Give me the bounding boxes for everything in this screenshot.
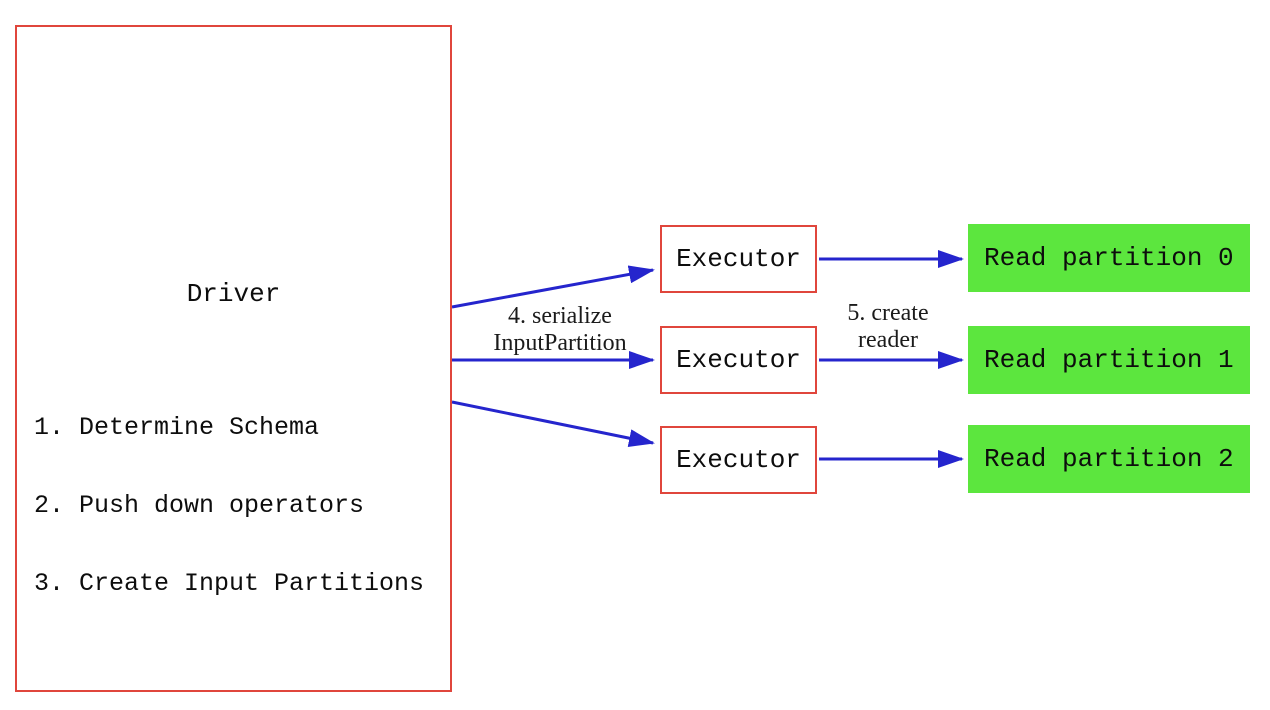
read-partition-box-0: Read partition 0 — [968, 224, 1250, 292]
serialize-label-line1: 4. serialize — [508, 303, 612, 329]
create-reader-label: 5. create reader — [808, 300, 968, 354]
serialize-label-line2: InputPartition — [493, 330, 627, 356]
read-partition-box-2: Read partition 2 — [968, 425, 1250, 493]
driver-title: Driver — [186, 279, 281, 309]
executor-box-1: Executor — [660, 326, 817, 394]
arrow-driver-to-executor-0 — [451, 265, 655, 309]
read-partition-box-1: Read partition 1 — [968, 326, 1250, 394]
driver-steps-list: 1. Determine Schema 2. Push down operato… — [34, 363, 424, 649]
read-partition-label: Read partition 2 — [984, 444, 1234, 474]
driver-step: 3. Create Input Partitions — [34, 569, 425, 598]
driver-step: 2. Push down operators — [34, 491, 365, 520]
arrow-driver-to-executor-2 — [451, 400, 655, 448]
executor-box-2: Executor — [660, 426, 817, 494]
create-reader-label-line1: 5. create — [847, 300, 929, 326]
executor-label: Executor — [676, 345, 801, 375]
driver-step: 1. Determine Schema — [34, 413, 320, 442]
read-partition-label: Read partition 1 — [984, 345, 1234, 375]
executor-label: Executor — [676, 244, 801, 274]
driver-box: Driver 1. Determine Schema 2. Push down … — [15, 25, 452, 692]
serialize-inputpartition-label: 4. serialize InputPartition — [450, 303, 670, 357]
executor-label: Executor — [676, 445, 801, 475]
executor-box-0: Executor — [660, 225, 817, 293]
read-partition-label: Read partition 0 — [984, 243, 1234, 273]
create-reader-label-line2: reader — [858, 327, 918, 353]
